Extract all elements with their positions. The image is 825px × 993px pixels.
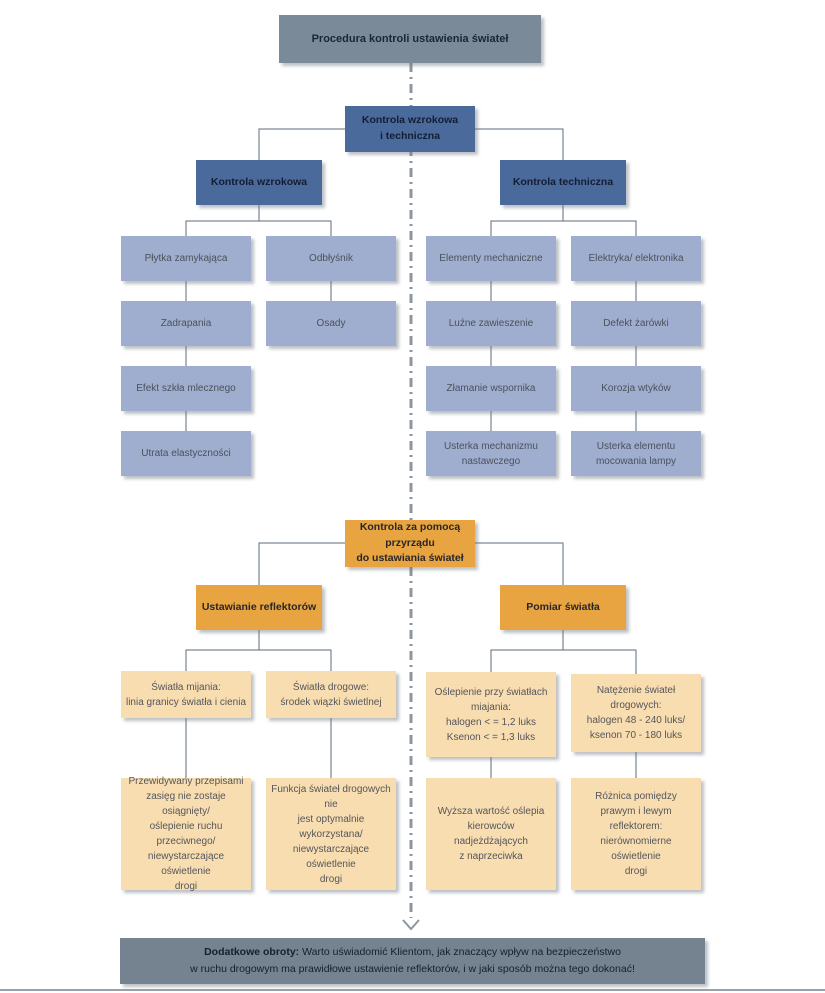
arrow-down-icon: [402, 919, 420, 931]
node-utrata-elastycznosci: Utrata elastyczności: [121, 431, 251, 476]
node-zadrapania: Zadrapania: [121, 301, 251, 346]
node-oslepienie-przy-swiatlach: Oślepienie przy światłach miajania: halo…: [426, 672, 556, 757]
node-luzne-zawieszenie: Luźne zawieszenie: [426, 301, 556, 346]
node-przewidywany-zasieg: Przewidywany przepisami zasięg nie zosta…: [121, 776, 251, 892]
node-roznica-reflektorow: Różnica pomiędzy prawym i lewym reflekto…: [571, 778, 701, 890]
node-efekt-szkla-mlecznego: Efekt szkła mlecznego: [121, 366, 251, 411]
node-defekt-zarowki: Defekt żarówki: [571, 301, 701, 346]
node-pomiar-swiatla: Pomiar światła: [500, 585, 626, 630]
node-kontrola-techniczna: Kontrola techniczna: [500, 160, 626, 205]
node-elementy-mechaniczne: Elementy mechaniczne: [426, 236, 556, 281]
footer-text: Dodatkowe obroty: Warto uświadomić Klien…: [190, 944, 635, 978]
tree-connectors: [185, 128, 637, 778]
node-plytka-zamykajaca: Płytka zamykająca: [121, 236, 251, 281]
node-korozja-wtykow: Korozja wtyków: [571, 366, 701, 411]
page-bottom-border: [0, 989, 825, 991]
node-odblysnik: Odbłyśnik: [266, 236, 396, 281]
node-natezenie-swiatel-drogowych: Natężenie świateł drogowych: halogen 48 …: [571, 674, 701, 752]
footer-rest: Warto uświadomić Klientom, jak znaczący …: [190, 946, 635, 975]
node-kontrola-wzrokowa: Kontrola wzrokowa: [196, 160, 322, 205]
footer-lead: Dodatkowe obroty:: [204, 946, 300, 959]
node-zlamanie-wspornika: Złamanie wspornika: [426, 366, 556, 411]
node-swiatla-drogowe: Światła drogowe: środek wiązki świetlnej: [266, 671, 396, 718]
node-procedura-title: Procedura kontroli ustawienia świateł: [279, 15, 541, 63]
node-osady: Osady: [266, 301, 396, 346]
node-usterka-mechanizmu-nastawczego: Usterka mechanizmu nastawczego: [426, 431, 556, 476]
node-elektryka-elektronika: Elektryka/ elektronika: [571, 236, 701, 281]
node-kontrola-wzrokowa-i-techniczna: Kontrola wzrokowa i techniczna: [345, 106, 475, 152]
node-footer-note: Dodatkowe obroty: Warto uświadomić Klien…: [120, 938, 705, 984]
node-wyzsza-wartosc-oslepia: Wyższa wartość oślepia kierowców nadjeżd…: [426, 778, 556, 890]
node-kontrola-przyrzadem: Kontrola za pomocą przyrządu do ustawian…: [345, 520, 475, 567]
node-swiatla-mijania: Światła mijania: linia granicy światła i…: [121, 671, 251, 718]
node-usterka-elementu-mocowania: Usterka elementu mocowania lampy: [571, 431, 701, 476]
node-funkcja-swiatel-drogowych: Funkcja świateł drogowych nie jest optym…: [266, 778, 396, 890]
node-ustawianie-reflektorow: Ustawianie reflektorów: [196, 585, 322, 630]
